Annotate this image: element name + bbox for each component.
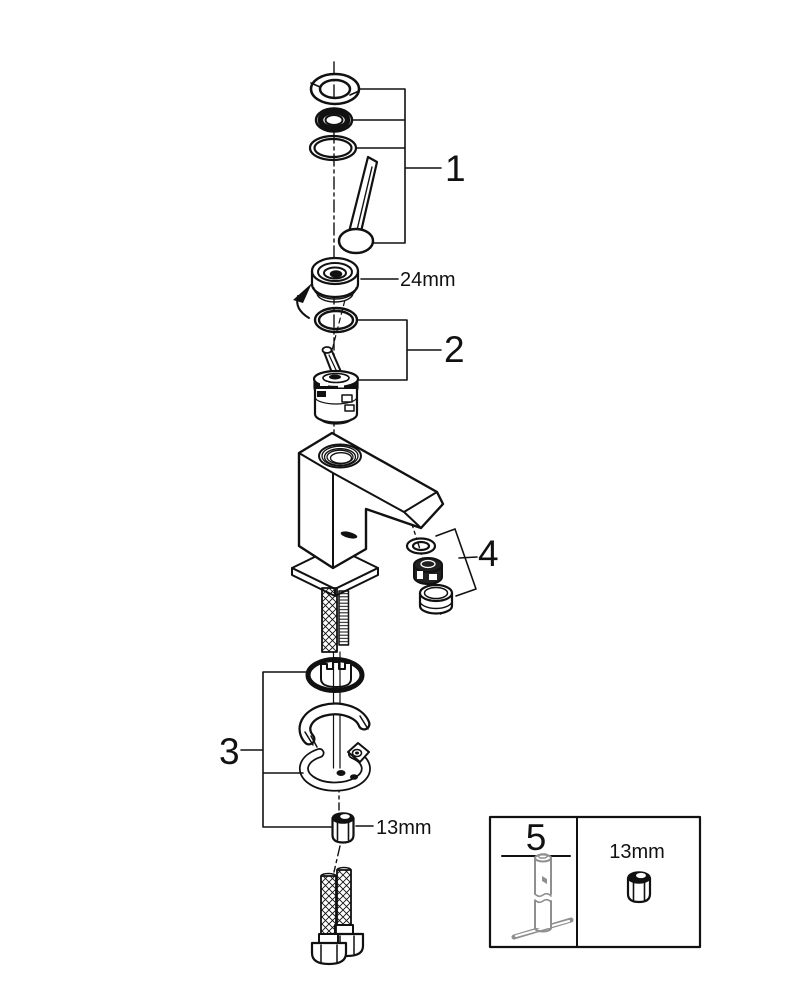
callout-bracket-3 xyxy=(240,671,332,828)
mounting-nut xyxy=(331,812,355,844)
callout-bracket-4 xyxy=(435,528,478,597)
mounting-wedge xyxy=(298,702,371,748)
outlet-slot xyxy=(340,531,358,539)
supply-hose xyxy=(321,587,338,653)
callout-label-2: 2 xyxy=(444,329,465,370)
supply-hoses xyxy=(310,866,365,966)
nut-size-label: 13mm xyxy=(376,817,432,839)
tool-hex-nut xyxy=(626,871,652,904)
cap-size-label: 24mm xyxy=(400,269,456,291)
o-ring-top xyxy=(308,134,358,162)
callout-bracket-1 xyxy=(352,88,442,244)
faucet-body xyxy=(297,431,445,570)
horseshoe-washer xyxy=(298,742,371,792)
callout-bracket-2 xyxy=(357,319,442,381)
socket-wrench-tool xyxy=(511,853,574,940)
callout-label-4: 4 xyxy=(478,533,499,574)
cartridge-socket-threads xyxy=(318,443,362,469)
threaded-rod xyxy=(338,590,350,646)
cartridge xyxy=(312,346,360,425)
retaining-ring xyxy=(309,72,361,106)
aerator-housing xyxy=(418,583,454,615)
tool-nut-size-label: 13mm xyxy=(609,841,665,863)
cap-nut xyxy=(310,256,360,303)
aerator-washer xyxy=(405,537,437,555)
detail-box xyxy=(488,815,702,949)
thick-seal-ring xyxy=(314,107,354,133)
callout-label-3: 3 xyxy=(219,731,240,772)
lever-handle xyxy=(337,155,379,255)
callout-label-1: 1 xyxy=(445,148,466,189)
cartridge-o-ring xyxy=(313,306,359,334)
aerator-insert xyxy=(413,557,443,585)
callout-label-5: 5 xyxy=(526,817,547,858)
seal-ring xyxy=(305,657,365,693)
unscrew-arrow xyxy=(293,283,312,319)
